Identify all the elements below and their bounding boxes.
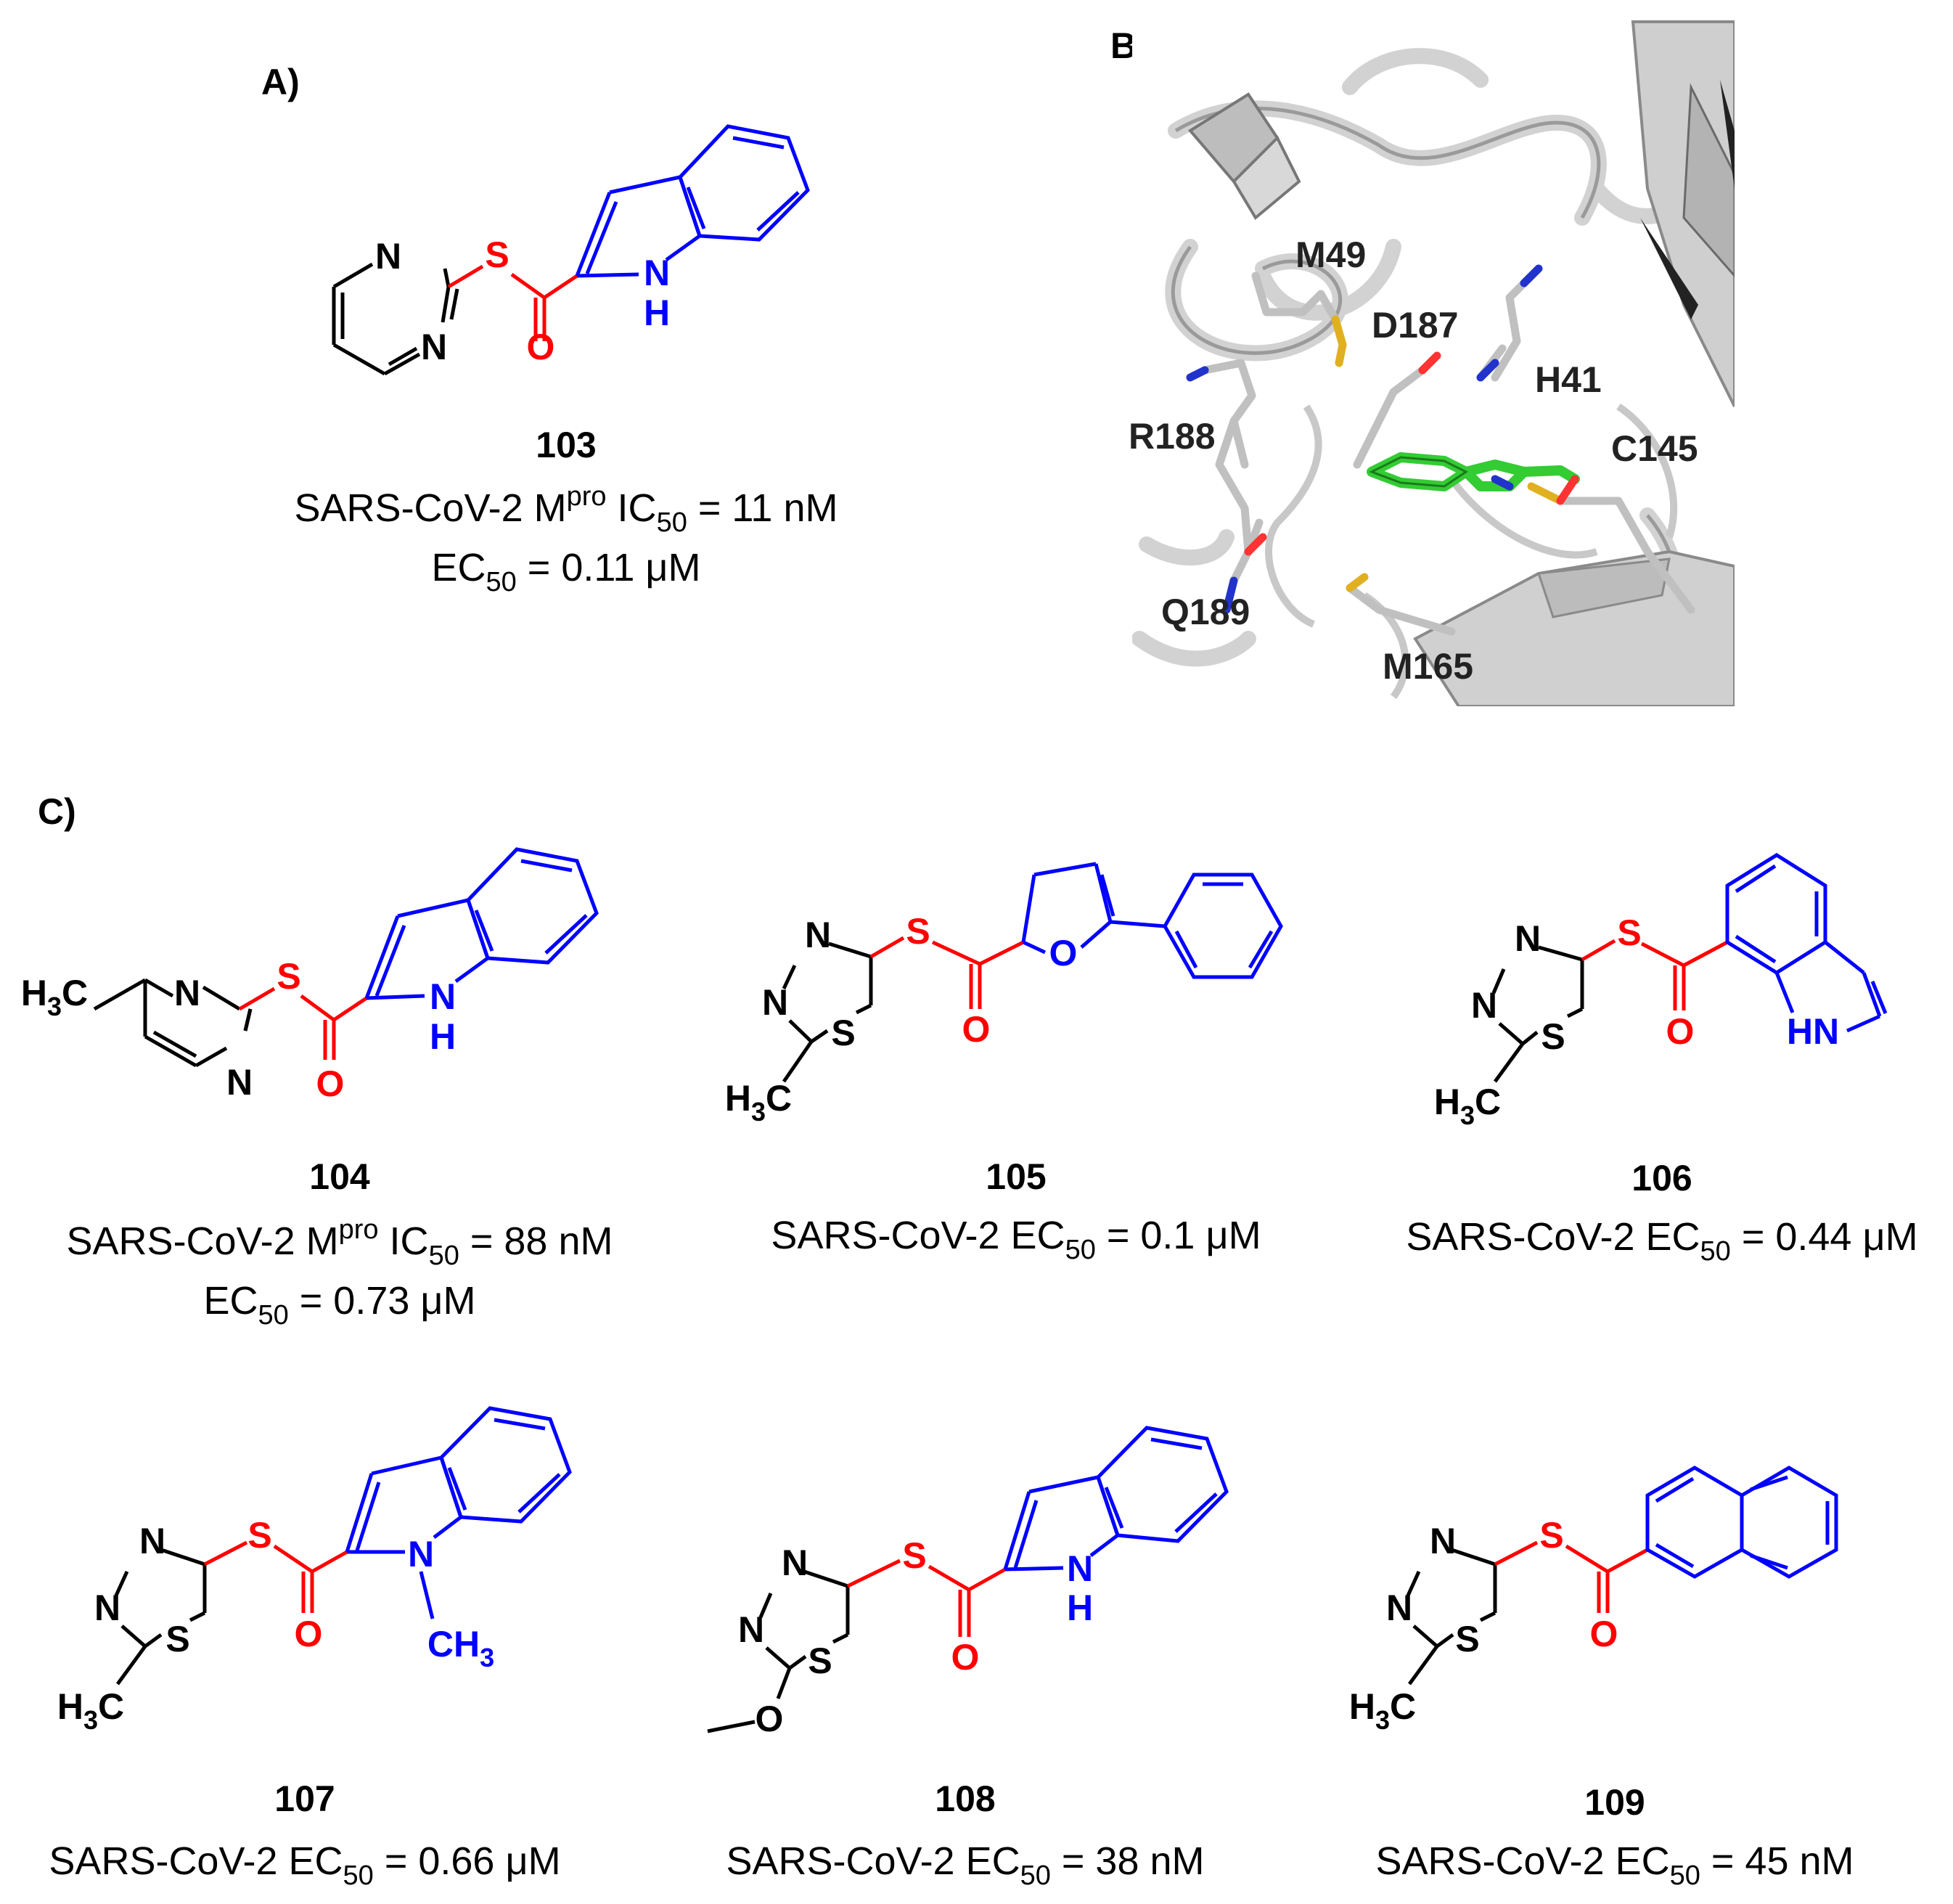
atom-hn: HN (1787, 1011, 1839, 1052)
atom-o: O (951, 1637, 980, 1678)
atom-n: N (375, 236, 401, 277)
atom-n: N (226, 1062, 253, 1103)
residue-label-m165: M165 (1383, 646, 1473, 687)
caption-107: SARS-CoV-2 EC50 = 0.66 μM (49, 1839, 560, 1891)
compound-number-109: 109 (1584, 1782, 1645, 1823)
structure-108: N N S O S O N H (707, 1426, 1229, 1739)
structure-104: N N S O N H (20, 847, 599, 1104)
atom-s: S (277, 956, 300, 997)
structure-105: N N S S O O (724, 862, 1283, 1127)
atom-s: S (906, 911, 930, 952)
compound-number-104: 104 (309, 1156, 370, 1197)
atom-s: S (808, 1641, 832, 1681)
residue-label-d187: D187 (1372, 305, 1459, 346)
atom-n: N (1515, 918, 1541, 959)
residue-label-q189: Q189 (1161, 592, 1250, 632)
atom-n: N (408, 1534, 434, 1574)
caption-104-ec50: EC50 = 0.73 μM (203, 1279, 475, 1331)
atom-o: O (527, 327, 555, 367)
panel-label-a: A) (261, 62, 300, 102)
atom-o: O (1049, 933, 1078, 973)
atom-n: N (1067, 1548, 1093, 1589)
atom-n: N (1471, 985, 1497, 1026)
atom-s: S (165, 1619, 189, 1659)
atom-s: S (902, 1535, 926, 1576)
atom-s: S (1539, 1515, 1563, 1556)
compound-number-108: 108 (935, 1778, 995, 1819)
structure-106: N N S S O HN (1433, 853, 1888, 1130)
caption-106: SARS-CoV-2 EC50 = 0.44 μM (1406, 1215, 1917, 1267)
structure-103: N N S O N H (332, 124, 810, 376)
structure-109: N N S S O (1348, 1466, 1838, 1735)
structure-107: N N S S O N CH3 (57, 1406, 572, 1735)
compound-number-103: 103 (536, 425, 596, 465)
residue-label-r188: R188 (1129, 416, 1216, 457)
atom-o: O (1666, 1011, 1695, 1052)
caption-103-ec50: EC50 = 0.11 μM (431, 546, 700, 597)
atom-o: O (1590, 1614, 1618, 1654)
atom-h: H (1067, 1588, 1093, 1628)
compound-number-107: 107 (274, 1778, 335, 1819)
atom-ch3: CH3 (427, 1624, 494, 1672)
caption-105: SARS-CoV-2 EC50 = 0.1 μM (771, 1214, 1261, 1265)
atom-n: N (644, 253, 670, 293)
caption-109: SARS-CoV-2 EC50 = 45 nM (1375, 1839, 1854, 1891)
atom-n: N (738, 1609, 764, 1650)
docking-pose-image: M49 D187 H41 R188 C145 Q189 M165 (1129, 20, 1735, 706)
atom-n: N (782, 1543, 808, 1583)
atom-o: O (295, 1614, 323, 1654)
atom-s: S (831, 1013, 855, 1053)
atom-n: N (139, 1521, 165, 1561)
atom-n: N (430, 976, 456, 1017)
atom-s: S (1541, 1016, 1565, 1057)
compound-number-105: 105 (986, 1156, 1046, 1197)
atom-h: H (430, 1016, 456, 1057)
atom-n: N (805, 915, 831, 955)
atom-h: H (644, 293, 670, 333)
caption-108: SARS-CoV-2 EC50 = 38 nM (726, 1839, 1204, 1891)
atom-n: N (1430, 1521, 1456, 1561)
atom-s: S (247, 1515, 271, 1556)
atom-n: N (1386, 1588, 1412, 1628)
atom-o: O (316, 1063, 345, 1104)
compound-number-106: 106 (1631, 1158, 1692, 1198)
atom-n: N (421, 327, 447, 367)
residue-label-m49: M49 (1295, 234, 1366, 275)
atom-o: O (756, 1699, 784, 1739)
atom-s: S (1455, 1619, 1479, 1659)
atom-o: O (962, 1009, 991, 1050)
atom-n: N (762, 982, 788, 1023)
residue-label-h41: H41 (1535, 359, 1602, 400)
panel-label-c: C) (38, 791, 76, 832)
residue-label-c145: C145 (1611, 428, 1698, 469)
atom-n: N (174, 973, 200, 1013)
caption-104-ic50: SARS-CoV-2 Mpro IC50 = 88 nM (67, 1214, 613, 1271)
atom-n: N (94, 1588, 120, 1628)
atom-s: S (485, 234, 509, 275)
caption-103-ic50: SARS-CoV-2 Mpro IC50 = 11 nM (295, 481, 838, 538)
atom-s: S (1617, 912, 1641, 953)
